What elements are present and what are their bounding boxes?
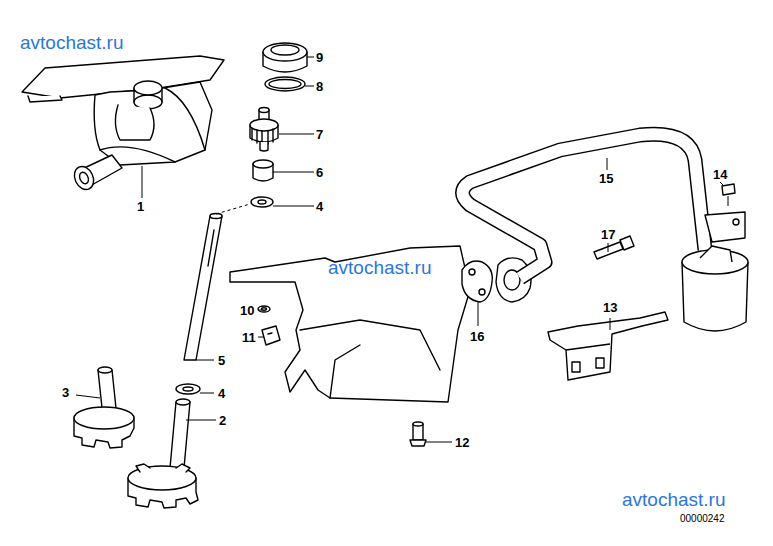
callout-number: 3 xyxy=(62,386,69,399)
callout-number: 16 xyxy=(470,330,484,343)
watermark: avtochast.ru xyxy=(20,33,124,52)
callout-number: 5 xyxy=(218,354,225,367)
callout-number: 2 xyxy=(219,414,226,427)
callout-number: 10 xyxy=(240,304,254,317)
callout-number: 17 xyxy=(601,228,615,241)
callout-number: 6 xyxy=(316,166,323,179)
callout-number: 15 xyxy=(599,172,613,185)
callout-number: 14 xyxy=(713,168,727,181)
watermark: avtochast.ru xyxy=(622,490,726,509)
watermark: avtochast.ru xyxy=(328,258,432,277)
callout-number: 13 xyxy=(603,301,617,314)
callout-number: 9 xyxy=(316,51,323,64)
callout-number: 4 xyxy=(316,200,323,213)
callout-number: 4 xyxy=(218,387,225,400)
callout-number: 8 xyxy=(316,80,323,93)
callout-number: 7 xyxy=(316,128,323,141)
callout-number: 12 xyxy=(455,436,469,449)
drawing-number: 00000242 xyxy=(680,514,725,524)
callout-number: 1 xyxy=(137,200,144,213)
callout-number: 11 xyxy=(242,331,256,344)
